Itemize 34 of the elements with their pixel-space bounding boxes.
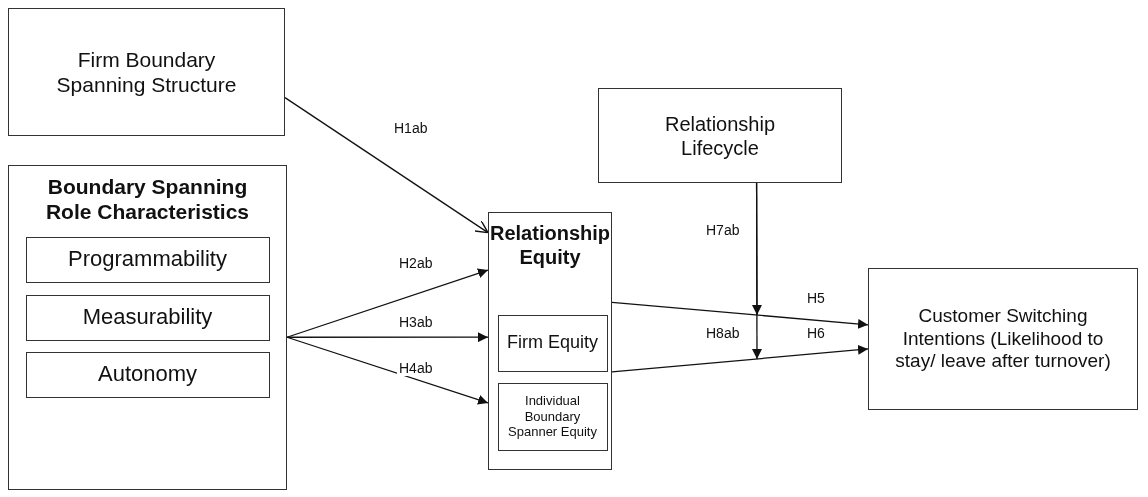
edge-label: H7ab [704, 222, 742, 238]
concept-box [25, 294, 270, 341]
box-label: Customer Switching Intentions (Likelihood to stay/ leave after turnover) [894, 304, 1112, 374]
concept-box [25, 351, 270, 398]
concept-box [497, 314, 608, 372]
group-box [8, 165, 287, 490]
box-label: Individual Boundary Spanner Equity [507, 393, 598, 440]
box-label: Measurability [82, 304, 213, 331]
concept-box [25, 236, 270, 283]
edge-label: H4ab [397, 360, 435, 376]
concept-box [8, 8, 285, 136]
group-box [488, 212, 612, 470]
arrow [611, 301, 869, 329]
concept-box [497, 382, 608, 451]
box-label: Programmability [68, 246, 227, 273]
concept-box [598, 88, 842, 183]
box-label: Firm Boundary Spanning Structure [55, 46, 238, 98]
edge-label: H1ab [392, 120, 430, 136]
arrow [284, 96, 489, 234]
box-label: Relationship Lifecycle [663, 111, 777, 160]
box-label: Firm Equity [507, 332, 598, 354]
edge-label: H8ab [704, 325, 742, 341]
edge-label: H5 [805, 290, 827, 306]
edge-label: H2ab [397, 255, 435, 271]
edge-label: H3ab [397, 314, 435, 330]
box-heading: Relationship Equity [490, 221, 610, 269]
edge-label: H6 [805, 325, 827, 341]
arrow [286, 336, 489, 405]
box-heading: Boundary Spanning Role Characteristics [44, 174, 251, 225]
arrow [752, 182, 762, 360]
arrow [611, 344, 869, 373]
box-label: Autonomy [97, 361, 198, 388]
concept-box [868, 268, 1138, 410]
arrow [286, 268, 489, 338]
